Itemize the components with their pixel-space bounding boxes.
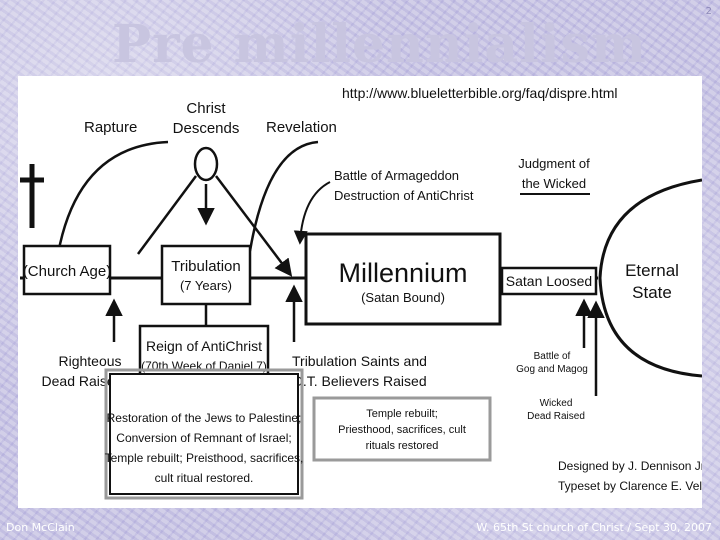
- ot-believers-label: O.T. Believers Raised: [292, 373, 427, 389]
- armageddon-arrow: [293, 181, 331, 245]
- armageddon-label: Battle of Armageddon: [334, 168, 459, 183]
- rapture-arc: [56, 140, 169, 255]
- judgment-label: Judgment of: [518, 156, 590, 171]
- wicked-label: the Wicked: [522, 176, 586, 191]
- rapture-label: Rapture: [84, 119, 137, 136]
- temple-note-line-2: Priesthood, sacrifices, cult: [338, 424, 466, 436]
- wicked-raised-label: Dead Raised: [527, 411, 585, 422]
- church-age-box: [22, 244, 112, 296]
- timeline-diagram: http://www.blueletterbible.org/faq/dispr…: [20, 85, 702, 500]
- tribulation-years-label: (7 Years): [180, 278, 232, 293]
- christ-circle: [193, 146, 219, 182]
- triangle-left: [136, 175, 198, 255]
- restoration-box: [109, 373, 299, 495]
- typeset-by-label: Typeset by Clarence E. Veld: [558, 479, 702, 493]
- restoration-line-2: Conversion of Remnant of Israel;: [116, 431, 291, 445]
- church-age-label: (Church Age): [23, 263, 111, 280]
- christ-label: Christ: [186, 100, 226, 117]
- tribulation-box: [160, 244, 252, 306]
- restoration-line-4: cult ritual restored.: [155, 471, 254, 485]
- restoration-line-3: Temple rebuilt; Preisthood, sacrifices,: [105, 451, 304, 465]
- triangle-right-arrow: [215, 175, 293, 277]
- source-url[interactable]: http://www.blueletterbible.org/faq/dispr…: [342, 85, 617, 101]
- magog-label: Gog and Magog: [516, 364, 588, 375]
- eternal-state-curve: [598, 178, 702, 378]
- righteous-label: Righteous: [58, 353, 121, 369]
- satan-loosed-label: Satan Loosed: [506, 273, 592, 289]
- footer-church-date: W. 65th St church of Christ / Sept 30, 2…: [476, 521, 712, 534]
- tribulation-label: Tribulation: [171, 258, 240, 275]
- restoration-box-shadow: [104, 368, 304, 500]
- eternal-label: Eternal: [625, 261, 679, 280]
- state-label: State: [632, 283, 672, 302]
- millennium-label: Millennium: [338, 258, 467, 288]
- footer-author: Don McClain: [6, 521, 75, 534]
- destruction-label: Destruction of AntiChrist: [334, 188, 474, 203]
- satan-bound-label: (Satan Bound): [361, 290, 445, 305]
- descends-label: Descends: [173, 120, 240, 137]
- temple-note-box: [312, 396, 492, 462]
- millennium-box: [304, 232, 502, 326]
- restoration-line-1: Restoration of the Jews to Palestine;: [107, 411, 302, 425]
- temple-note-line-1: Temple rebuilt;: [366, 408, 438, 420]
- designed-by-label: Designed by J. Dennison Jr.: [558, 459, 702, 473]
- page-number: 2: [705, 6, 712, 17]
- antichrist-label: Reign of AntiChrist: [146, 338, 262, 354]
- slide-title: Pre millennialism: [112, 14, 647, 75]
- dead-raised-label: Dead Raised: [42, 373, 123, 389]
- gog-label: Battle of: [534, 351, 571, 362]
- revelation-label: Revelation: [266, 119, 337, 136]
- wicked-dead-label: Wicked: [540, 398, 573, 409]
- trib-saints-label: Tribulation Saints and: [292, 353, 427, 369]
- satan-loosed-box: [500, 266, 598, 296]
- temple-note-line-3: rituals restored: [366, 440, 439, 452]
- diagram-frame: http://www.blueletterbible.org/faq/dispr…: [18, 76, 702, 508]
